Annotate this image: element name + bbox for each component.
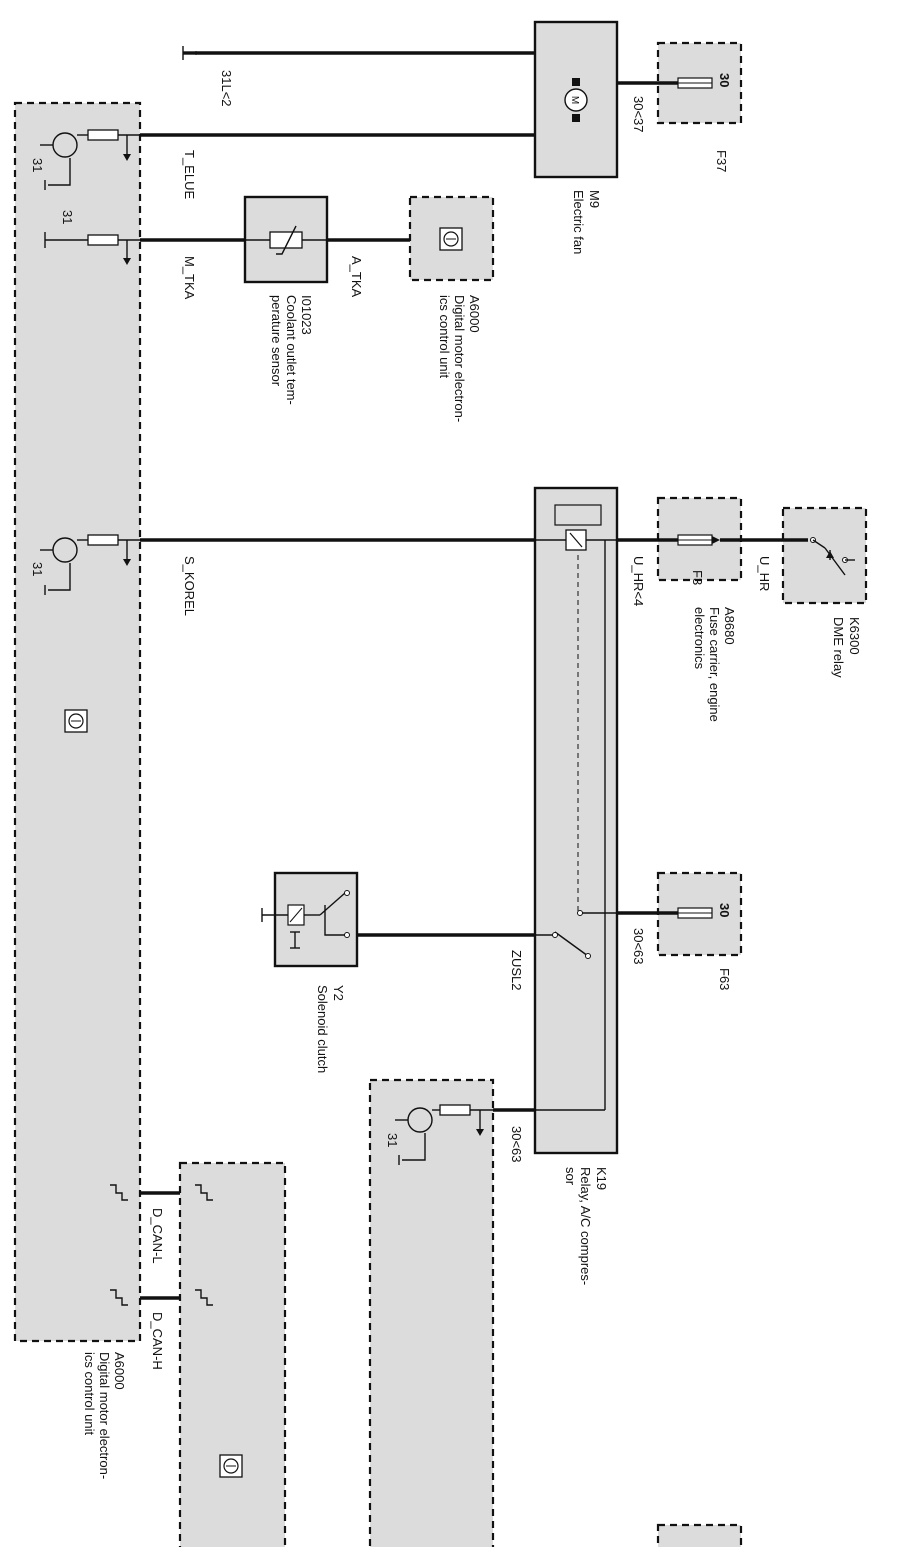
m9-desc: Electric fan bbox=[571, 190, 586, 254]
arrow-icon bbox=[123, 154, 131, 161]
k19-desc1: Relay, A/C compres- bbox=[578, 1167, 593, 1285]
arrow-icon bbox=[123, 258, 131, 265]
a8680-desc2: electronics bbox=[692, 607, 707, 670]
relay-contact-icon bbox=[810, 537, 855, 576]
resistor-m-tka bbox=[87, 234, 119, 246]
k19-switch-pin1 bbox=[552, 932, 558, 938]
bottom-right-box bbox=[656, 1523, 743, 1547]
label-30-37: 30<37 bbox=[631, 96, 646, 133]
f37-id: F37 bbox=[714, 150, 729, 172]
pin-31-2: 31 bbox=[60, 210, 75, 224]
ecu-icon bbox=[64, 709, 88, 733]
y2-desc: Solenoid clutch bbox=[315, 985, 330, 1073]
label-a-tka: A_TKA bbox=[349, 256, 364, 298]
k19-switch-blade bbox=[554, 931, 589, 957]
label-30-63a: 30<63 bbox=[631, 928, 646, 965]
a8680-id: A8680 bbox=[722, 607, 737, 645]
a6000-top-desc2: ics control unit bbox=[437, 295, 452, 378]
arrow-icon bbox=[476, 1129, 484, 1136]
label-s-korel: S_KOREL bbox=[182, 556, 197, 616]
k19-desc2: sor bbox=[563, 1167, 578, 1186]
k6300-desc: DME relay bbox=[831, 617, 846, 678]
a6000-top-desc1: Digital motor electron- bbox=[452, 295, 467, 422]
a6000-can-box bbox=[178, 1161, 287, 1547]
solenoid-icon bbox=[261, 890, 350, 949]
k19-box bbox=[533, 486, 619, 1155]
can-bus-icon bbox=[110, 1184, 213, 1306]
a8680-desc1: Fuse carrier, engine bbox=[707, 607, 722, 722]
m9-id: M9 bbox=[587, 190, 602, 208]
transistor-icon bbox=[395, 1107, 440, 1165]
pin-31-3: 31 bbox=[30, 562, 45, 576]
svg-text:M: M bbox=[569, 96, 580, 104]
k6300-id: K6300 bbox=[847, 617, 862, 655]
pin-31-4: 31 bbox=[385, 1133, 400, 1147]
label-d-can-h: D_CAN-H bbox=[150, 1312, 165, 1370]
thermistor-icon bbox=[245, 225, 327, 255]
y2-id: Y2 bbox=[331, 985, 346, 1001]
i01023-desc2: perature sensor bbox=[269, 295, 284, 387]
transistor-icon bbox=[40, 537, 88, 595]
label-t-elue: T_ELUE bbox=[182, 150, 197, 199]
ecu-icon bbox=[439, 227, 463, 251]
ecu-icon bbox=[219, 1454, 243, 1478]
label-zusl2: ZUSL2 bbox=[509, 950, 524, 990]
i01023-desc1: Coolant outlet tem- bbox=[284, 295, 299, 405]
label-u-hr: U_HR bbox=[757, 556, 772, 591]
label-31l: 31L<2 bbox=[219, 70, 234, 107]
resistor-30-63 bbox=[439, 1104, 471, 1116]
label-d-can-l: D_CAN-L bbox=[150, 1208, 165, 1264]
k6300-box bbox=[781, 506, 868, 605]
label-m-tka: M_TKA bbox=[182, 256, 197, 300]
i01023-id: I01023 bbox=[299, 295, 314, 335]
k19-switch-pin3 bbox=[585, 953, 591, 959]
a6000-main-desc2: ics control unit bbox=[82, 1352, 97, 1435]
a6000-main-id: A6000 bbox=[112, 1352, 127, 1390]
f63-pin: 30 bbox=[717, 903, 732, 917]
fuse-icon bbox=[677, 534, 720, 546]
f37-pin: 30 bbox=[717, 73, 732, 87]
fuse-icon bbox=[677, 77, 713, 89]
y2-box bbox=[273, 871, 359, 968]
fuse-icon bbox=[677, 907, 713, 919]
f63-id: F63 bbox=[717, 968, 732, 990]
arrow-icon bbox=[123, 559, 131, 566]
k19-id: K19 bbox=[594, 1167, 609, 1190]
relay-coil-icon bbox=[554, 504, 602, 551]
transistor-icon bbox=[40, 132, 88, 190]
label-30-63b: 30<63 bbox=[509, 1126, 524, 1163]
a8680-fuse: F3 bbox=[690, 570, 705, 585]
resistor-t-elue bbox=[87, 129, 119, 141]
a6000-top-id: A6000 bbox=[467, 295, 482, 333]
motor-icon: M bbox=[564, 78, 588, 122]
label-u-hr4: U_HR<4 bbox=[631, 556, 646, 606]
resistor-s-korel bbox=[87, 534, 119, 546]
a6000-main-desc1: Digital motor electron- bbox=[97, 1352, 112, 1479]
k19-switch-pin2 bbox=[577, 910, 583, 916]
pin-31-1: 31 bbox=[30, 158, 45, 172]
k19-box-lower bbox=[368, 1078, 495, 1547]
